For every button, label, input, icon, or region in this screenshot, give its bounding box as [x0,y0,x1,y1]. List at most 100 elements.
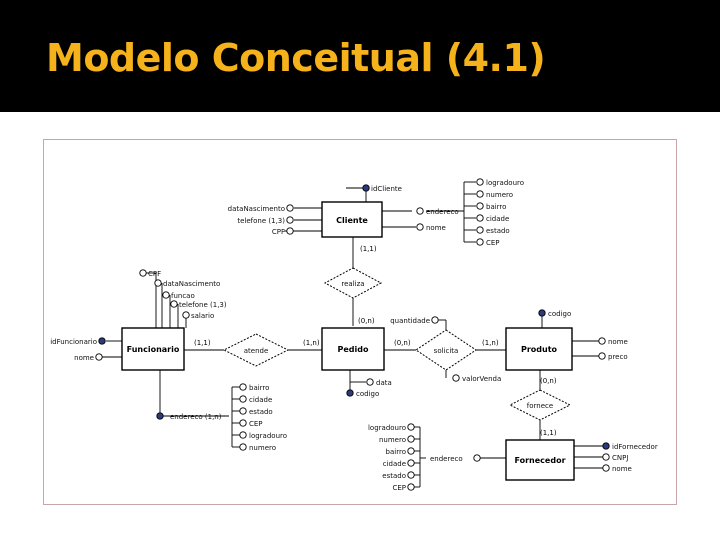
attribute-marker [239,383,247,391]
card-produto-solicita: (1,n) [482,339,499,347]
attribute-marker [476,190,484,198]
attr-forn-cidade: cidade [383,460,406,468]
attribute-marker [95,353,103,361]
attr-func-endereco: endereco (1,n) [170,413,222,421]
attr-cliente-numero: numero [486,191,513,199]
attr-func-estado: estado [249,408,273,416]
attr-forn-nome: nome [612,465,632,473]
attribute-marker [286,204,294,212]
attribute-marker [452,374,460,382]
attribute-marker [407,459,415,467]
attribute-marker [286,227,294,235]
attr-forn-logradouro: logradouro [368,424,406,432]
attribute-marker [407,447,415,455]
relationship-atende: atende [222,333,290,367]
key-attribute-marker [98,337,106,345]
attr-func-salario: salario [191,312,214,320]
attr-cliente-estado: estado [486,227,510,235]
card-func-atende: (1,1) [194,339,211,347]
attribute-marker [154,279,162,287]
attr-cliente-cpf: CPF [272,228,285,236]
relationship-fornece-label: fornece [527,402,553,410]
attribute-marker [476,202,484,210]
attr-func-cep: CEP [249,420,263,428]
attr-pedido-data: data [376,379,392,387]
attr-produto-preco: preco [608,353,628,361]
attr-func-nome: nome [74,354,94,362]
attr-forn-estado: estado [382,472,406,480]
attr-func-id: idFuncionario [50,338,97,346]
attr-func-logradouro: logradouro [249,432,287,440]
entity-fornecedor-label: Fornecedor [514,456,565,465]
entity-pedido-label: Pedido [338,345,369,354]
attrs-produto: codigo nome preco [538,309,628,361]
attr-cliente-cidade: cidade [486,215,509,223]
attribute-marker [239,431,247,439]
attribute-marker [416,223,424,231]
attribute-marker [407,483,415,491]
connector-lines [102,181,604,488]
attr-produto-codigo: codigo [548,310,571,318]
relationship-solicita: solicita [415,329,477,371]
card-pedido-solicita: (0,n) [394,339,411,347]
key-attribute-marker [362,184,370,192]
attr-cliente-data-nasc: dataNascimento [228,205,285,213]
attr-cliente-endereco: endereco [426,208,459,216]
attribute-marker [239,395,247,403]
attribute-marker [407,471,415,479]
attribute-marker [239,419,247,427]
slide-title: Modelo Conceitual (4.1) [46,36,546,80]
er-diagram-canvas: Cliente Funcionario Pedido Produto Forne… [50,178,658,492]
relationship-solicita-label: solicita [434,347,459,355]
attr-func-numero: numero [249,444,276,452]
content-area: Cliente Funcionario Pedido Produto Forne… [0,112,720,540]
attr-cliente-nome: nome [426,224,446,232]
attr-cliente-id: idCliente [371,185,402,193]
entity-cliente: Cliente [321,201,383,238]
attribute-marker [182,311,190,319]
attrs-funcionario: CPF dataNascimento funcao telefone (1,3)… [50,269,287,452]
attr-forn-id: idFornecedor [612,443,658,451]
entity-produto-label: Produto [521,345,558,354]
attribute-marker [473,454,481,462]
attribute-marker [476,178,484,186]
relationship-atende-label: atende [244,347,269,355]
attr-func-bairro: bairro [249,384,269,392]
attrs-cliente: idCliente dataNascimento telefone (1,3) … [228,178,524,247]
attribute-marker [476,238,484,246]
relationship-fornece: fornece [508,389,572,421]
er-diagram: Cliente Funcionario Pedido Produto Forne… [43,139,677,505]
entity-fornecedor: Fornecedor [505,439,575,481]
key-attribute-marker [156,412,164,420]
entity-pedido: Pedido [321,327,385,371]
entity-cliente-label: Cliente [336,216,368,225]
card-produto-fornece: (0,n) [540,377,557,385]
key-attribute-marker [346,389,354,397]
attr-forn-bairro: bairro [386,448,406,456]
card-pedido-realiza: (0,n) [358,317,375,325]
attr-forn-cnpj: CNPJ [612,454,628,462]
attribute-marker [139,269,147,277]
card-fornecedor-fornece: (1,1) [540,429,557,437]
attrs-pedido: data codigo quantidade valorVenda [346,316,501,398]
attr-func-cpf: CPF [148,270,161,278]
relationship-realiza: realiza [323,267,383,299]
attr-func-data-nasc: dataNascimento [163,280,220,288]
card-pedido-atende: (1,n) [303,339,320,347]
attribute-marker [170,300,178,308]
attr-forn-numero: numero [379,436,406,444]
attribute-marker [431,316,439,324]
attribute-marker [407,435,415,443]
key-attribute-marker [538,309,546,317]
attr-cliente-telefone: telefone (1,3) [237,217,285,225]
attribute-marker [366,378,374,386]
entity-funcionario: Funcionario [121,327,185,371]
attr-forn-endereco: endereco [430,455,463,463]
attr-forn-cep: CEP [392,484,406,492]
attr-func-cidade: cidade [249,396,272,404]
attr-cliente-logradouro: logradouro [486,179,524,187]
attribute-marker [239,443,247,451]
attr-func-funcao: funcao [171,292,195,300]
attribute-marker [602,464,610,472]
attr-cliente-cep: CEP [486,239,500,247]
